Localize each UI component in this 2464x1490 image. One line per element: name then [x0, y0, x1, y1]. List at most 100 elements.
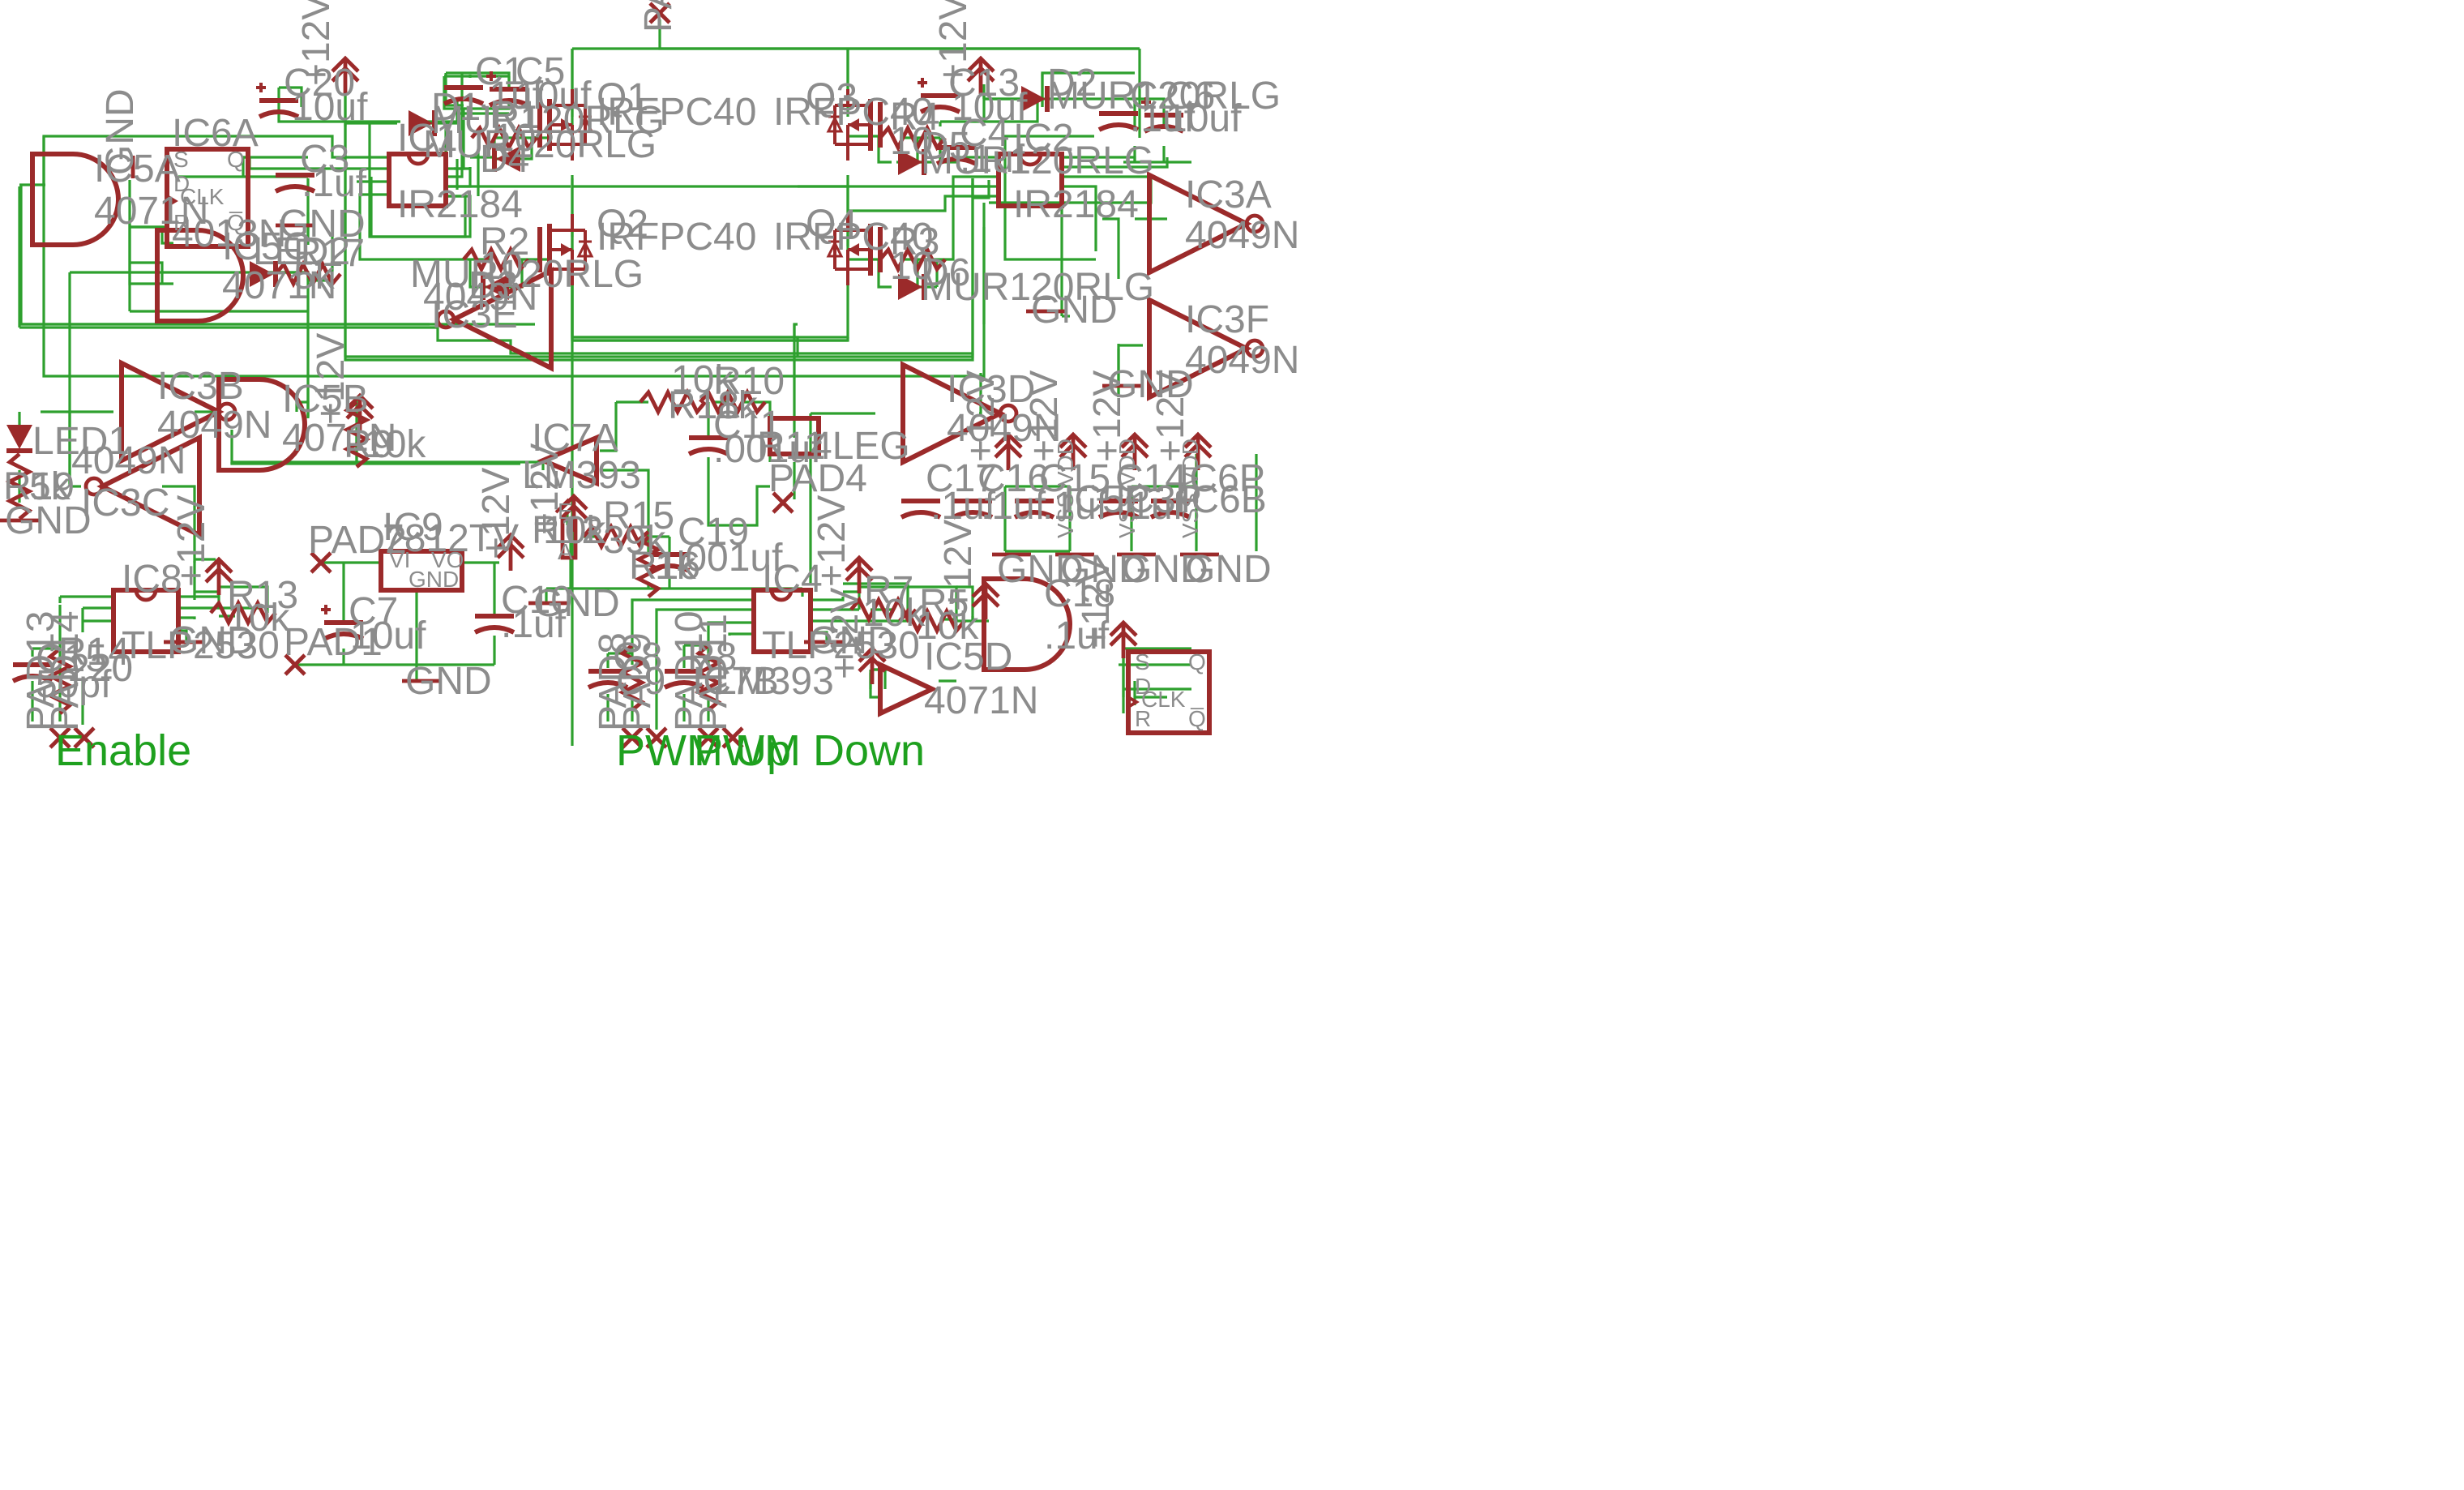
value-r14: 220 [68, 647, 133, 690]
value-d2: MUR120RLG [1047, 75, 1281, 118]
pad-label: PAD13 [19, 610, 62, 731]
label-ic1: IC1 [397, 117, 458, 160]
label-r7: R7 [864, 569, 913, 612]
label-q3: Q3 [806, 76, 858, 119]
value-r5: 10k [916, 605, 979, 648]
label-r17: R17 [293, 232, 365, 275]
value-ic1: IR2184 [397, 183, 523, 226]
label-q1: Q1 [597, 76, 648, 119]
label-r13: R13 [227, 574, 298, 617]
gnd-label: GND [1060, 548, 1147, 591]
ic9-regulator [379, 549, 464, 593]
label-ic5p: IC3P [1115, 478, 1202, 521]
gnd-label: GND [279, 203, 366, 246]
label-ic3d: IC3D [947, 368, 1035, 411]
supply-label: +12V [1149, 370, 1192, 462]
supply-label: +12V [1086, 370, 1129, 462]
value-c6: 10uf [1166, 97, 1242, 140]
label-r15: R15 [603, 495, 674, 537]
label-r16: R16 [629, 545, 700, 588]
gnd-label: GND [533, 582, 620, 625]
value-q2: IRFPC40 [597, 216, 756, 259]
value-c1: .1uf [478, 75, 544, 118]
label-ic2: IC2 [1013, 117, 1074, 160]
label-led1: LED1 [32, 420, 130, 463]
label-ic5b: IC5B [282, 378, 369, 421]
pin-r: R [1135, 706, 1151, 731]
vss-label: VSS [1053, 493, 1078, 538]
label-ic5d: C18 [1044, 572, 1115, 615]
label-ic3c: IC3C [81, 482, 169, 524]
supply-label: +12V [811, 495, 853, 587]
pad-label: PAD8 [592, 632, 635, 731]
gnd-label: GND [1185, 548, 1272, 591]
main-wires [344, 47, 1140, 362]
label-ic8: IC8 [122, 558, 182, 601]
value-c7: 10uf [350, 614, 426, 657]
label-r14: R14 [58, 631, 130, 674]
value-r10: 1k [717, 384, 759, 427]
led1-diode [6, 425, 32, 451]
value-ic7b: 4071N [924, 679, 1038, 722]
ic8-optocoupler [111, 588, 181, 654]
label-c15: C14 [1115, 457, 1187, 500]
label-c5: C5 [515, 50, 565, 93]
label-c17: C16 [977, 457, 1049, 500]
pin-s: S [1135, 649, 1150, 674]
pin-clk: CLK [180, 184, 225, 209]
pad-label: PAD9 [616, 632, 659, 731]
net-label-pwm-up: PWM Up [616, 726, 791, 775]
label-ic5c: IC5C [222, 225, 310, 268]
pin-r: R [173, 210, 190, 235]
pad-label: PAD2 [308, 519, 407, 562]
pad-label: PAD5 [637, 0, 680, 32]
gnd-label: GND [1122, 548, 1208, 591]
value-d1: MUR120RLG [431, 99, 665, 142]
value-r1: 10 [493, 117, 536, 160]
label-r19: R19 [3, 465, 75, 508]
value-ic5a: 4071N [94, 190, 208, 233]
label-c20: C20 [284, 62, 355, 105]
value-r3: 10 [890, 245, 933, 288]
value-ic5b: 4071N [282, 417, 396, 460]
value-d3: MUR120RLG [410, 253, 644, 296]
label-r11: R11 [757, 425, 826, 468]
value-c15: .1uf [1119, 485, 1184, 528]
gnd-label: GND [1031, 289, 1118, 332]
value-r13: 10k [227, 597, 290, 640]
value-r4: 10 [890, 120, 933, 163]
supply-label: +12V [295, 0, 338, 86]
label-c3: C3 [300, 138, 349, 181]
value-ic9: 7812TV [383, 517, 519, 560]
pin-a: A [558, 539, 573, 564]
supply-label: +12V [1075, 557, 1118, 649]
label-c7: C7 [349, 590, 398, 633]
value-c5: 10uf [515, 75, 592, 118]
value-r19: 5k [29, 465, 71, 508]
value-r17: 5k [293, 255, 336, 298]
gnd-label: GND [5, 499, 92, 542]
label-ic3e: IC3E [431, 293, 518, 336]
vdd-label: VDD [1178, 439, 1203, 486]
vss-label: VSS [1178, 493, 1203, 538]
label-d3: D3 [468, 264, 518, 307]
label-ic4: IC4 [762, 558, 823, 601]
net-label-enable: Enable [55, 726, 191, 775]
ic4-optocoupler [751, 588, 813, 654]
gnd-label: GND [809, 619, 896, 662]
label-d6: D6 [921, 251, 970, 294]
value-r2: 10 [480, 245, 523, 288]
value-ic2: IR2184 [1013, 183, 1139, 226]
label-r8: IC7B [692, 660, 779, 703]
value-r7: 10k [862, 592, 926, 635]
supply-label: +12V [937, 520, 980, 611]
value-r16: 1k [655, 545, 697, 588]
label-r9: R9 [344, 423, 393, 466]
ic2-driver [996, 152, 1064, 208]
gnd-label: GND [1107, 363, 1194, 406]
label-ic3b: IC3B [157, 365, 244, 408]
value-c20: 10uf [292, 86, 368, 129]
value-d4: MUR120RLG [423, 123, 657, 166]
value-ic3d: 4049N [947, 407, 1061, 450]
value-c18: .1uf [930, 485, 996, 528]
